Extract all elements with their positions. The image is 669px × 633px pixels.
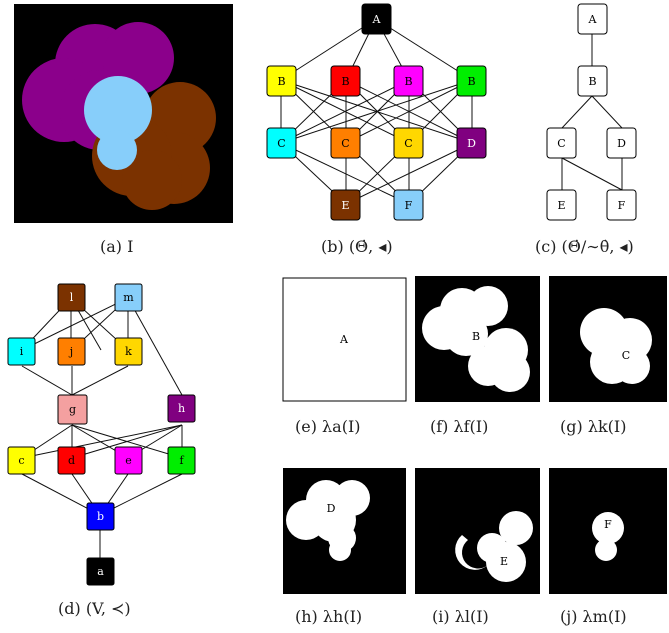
node-b-D: D — [456, 127, 487, 159]
svg-text:D: D — [467, 137, 476, 150]
svg-text:f: f — [179, 454, 184, 467]
svg-text:k: k — [125, 345, 132, 358]
node-b-B3: B — [393, 65, 424, 97]
svg-text:B: B — [404, 75, 412, 88]
svg-text:A: A — [372, 13, 382, 26]
svg-text:B: B — [472, 330, 480, 343]
node-d-d: d — [57, 446, 86, 475]
svg-text:A: A — [588, 13, 598, 26]
node-b-B1: B — [266, 65, 297, 97]
svg-text:F: F — [604, 518, 612, 531]
node-d-h: h — [167, 394, 196, 423]
svg-text:d: d — [68, 454, 75, 467]
svg-text:E: E — [557, 199, 565, 212]
svg-text:j: j — [68, 345, 73, 358]
node-c-E: E — [546, 189, 577, 221]
svg-text:i: i — [20, 345, 24, 358]
node-c-C: C — [546, 127, 577, 159]
node-b-C2: C — [330, 127, 361, 159]
svg-text:B: B — [467, 75, 475, 88]
node-d-l: l — [57, 283, 86, 312]
node-d-j: j — [57, 337, 86, 366]
svg-text:C: C — [557, 137, 565, 150]
svg-text:A: A — [339, 333, 349, 346]
panel-c-graph: A B C D E F — [546, 3, 637, 221]
panel-g-image: C — [549, 276, 667, 402]
caption-c: (c) (Θ̇/∼θ̇, ◂) — [535, 237, 634, 256]
caption-d: (d) (V, ≺) — [58, 599, 131, 618]
svg-text:h: h — [178, 402, 185, 415]
caption-b: (b) (Θ̇, ◂) — [321, 237, 393, 256]
svg-text:a: a — [97, 565, 104, 578]
svg-text:C: C — [341, 137, 349, 150]
svg-text:B: B — [588, 75, 596, 88]
svg-text:D: D — [327, 502, 336, 515]
svg-text:e: e — [125, 454, 132, 467]
panel-h-image: D — [283, 468, 406, 594]
node-d-k: k — [114, 337, 143, 366]
caption-e: (e) λa(I) — [295, 417, 361, 436]
svg-text:E: E — [500, 555, 508, 568]
svg-text:D: D — [617, 137, 626, 150]
panel-j-image: F — [549, 468, 667, 594]
svg-text:B: B — [277, 75, 285, 88]
node-d-e: e — [114, 446, 143, 475]
node-d-a: a — [86, 557, 115, 586]
caption-j: (j) λm(I) — [560, 607, 627, 626]
caption-h: (h) λh(I) — [295, 607, 362, 626]
panel-e-image: A — [282, 277, 407, 402]
node-b-F: F — [393, 189, 424, 221]
node-d-b: b — [86, 502, 115, 531]
node-b-B4: B — [456, 65, 487, 97]
caption-i: (i) λl(I) — [432, 607, 489, 626]
node-b-C1: C — [266, 127, 297, 159]
svg-text:m: m — [123, 291, 134, 304]
svg-text:C: C — [404, 137, 412, 150]
node-d-m: m — [114, 283, 143, 312]
node-b-B2: B — [330, 65, 361, 97]
node-b-E: E — [330, 189, 361, 221]
svg-text:l: l — [70, 291, 74, 304]
node-c-B: B — [577, 65, 608, 97]
svg-text:c: c — [18, 454, 24, 467]
caption-g: (g) λk(I) — [560, 417, 626, 436]
node-d-g: g — [57, 394, 88, 425]
node-b-C3: C — [393, 127, 424, 159]
caption-a: (a) I — [100, 237, 133, 256]
svg-text:C: C — [277, 137, 285, 150]
node-c-F: F — [606, 189, 637, 221]
node-d-f: f — [167, 446, 196, 475]
svg-text:C: C — [622, 349, 630, 362]
svg-text:B: B — [341, 75, 349, 88]
svg-text:g: g — [69, 403, 76, 416]
node-c-A: A — [577, 3, 608, 35]
panel-d-graph: l m i j k g h c — [7, 283, 196, 586]
panel-i-image: E — [415, 468, 540, 594]
panel-a-image — [14, 4, 233, 223]
svg-text:F: F — [405, 199, 413, 212]
node-d-i: i — [7, 337, 36, 366]
node-b-A: A — [361, 3, 392, 35]
caption-f: (f) λf(I) — [430, 417, 488, 436]
svg-text:b: b — [97, 510, 104, 523]
node-d-c: c — [7, 446, 36, 475]
svg-text:E: E — [341, 199, 349, 212]
svg-text:F: F — [618, 199, 626, 212]
node-c-D: D — [606, 127, 637, 159]
panel-b-graph: A B B B B C C C — [266, 3, 487, 221]
panel-f-image: B — [415, 276, 540, 402]
